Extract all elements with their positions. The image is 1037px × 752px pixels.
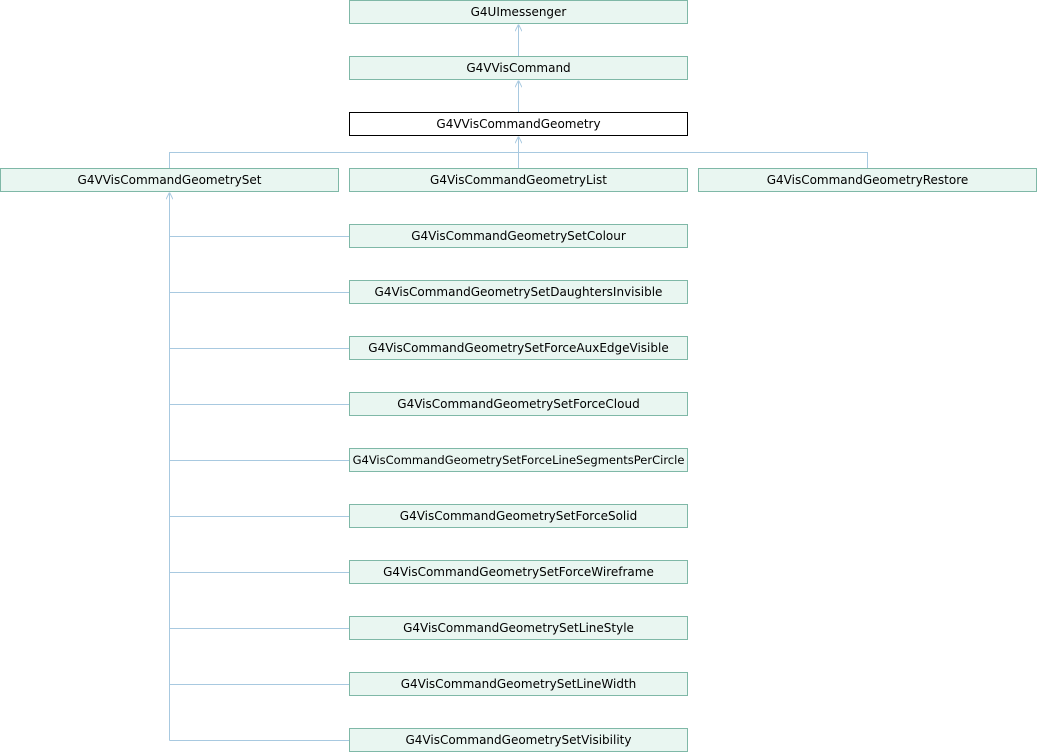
class-node-g4viscommandgeometrylist[interactable]: G4VisCommandGeometryList [349,168,688,192]
class-node-g4viscommandgeometryrestore[interactable]: G4VisCommandGeometryRestore [698,168,1037,192]
class-node-setforcesolid[interactable]: G4VisCommandGeometrySetForceSolid [349,504,688,528]
class-node-setforcewireframe[interactable]: G4VisCommandGeometrySetForceWireframe [349,560,688,584]
class-node-setlinestyle[interactable]: G4VisCommandGeometrySetLineStyle [349,616,688,640]
edge-set-branches [169,236,349,741]
edge-children-to-geometry [169,152,868,168]
class-node-setforcecloud[interactable]: G4VisCommandGeometrySetForceCloud [349,392,688,416]
class-node-g4vviscommandgeometryset[interactable]: G4VVisCommandGeometrySet [0,168,339,192]
class-node-g4vviscommandgeometry-current: G4VVisCommandGeometry [349,112,688,136]
class-node-g4uimessenger[interactable]: G4UImessenger [349,0,688,24]
class-node-setlinewidth[interactable]: G4VisCommandGeometrySetLineWidth [349,672,688,696]
class-node-setvisibility[interactable]: G4VisCommandGeometrySetVisibility [349,728,688,752]
class-node-setforcelinesegmentspercircle[interactable]: G4VisCommandGeometrySetForceLineSegments… [349,448,688,472]
class-node-setdaughtersinvisible[interactable]: G4VisCommandGeometrySetDaughtersInvisibl… [349,280,688,304]
class-node-setcolour[interactable]: G4VisCommandGeometrySetColour [349,224,688,248]
class-node-g4vviscommand[interactable]: G4VVisCommand [349,56,688,80]
class-node-setforceauxedgevisible[interactable]: G4VisCommandGeometrySetForceAuxEdgeVisib… [349,336,688,360]
